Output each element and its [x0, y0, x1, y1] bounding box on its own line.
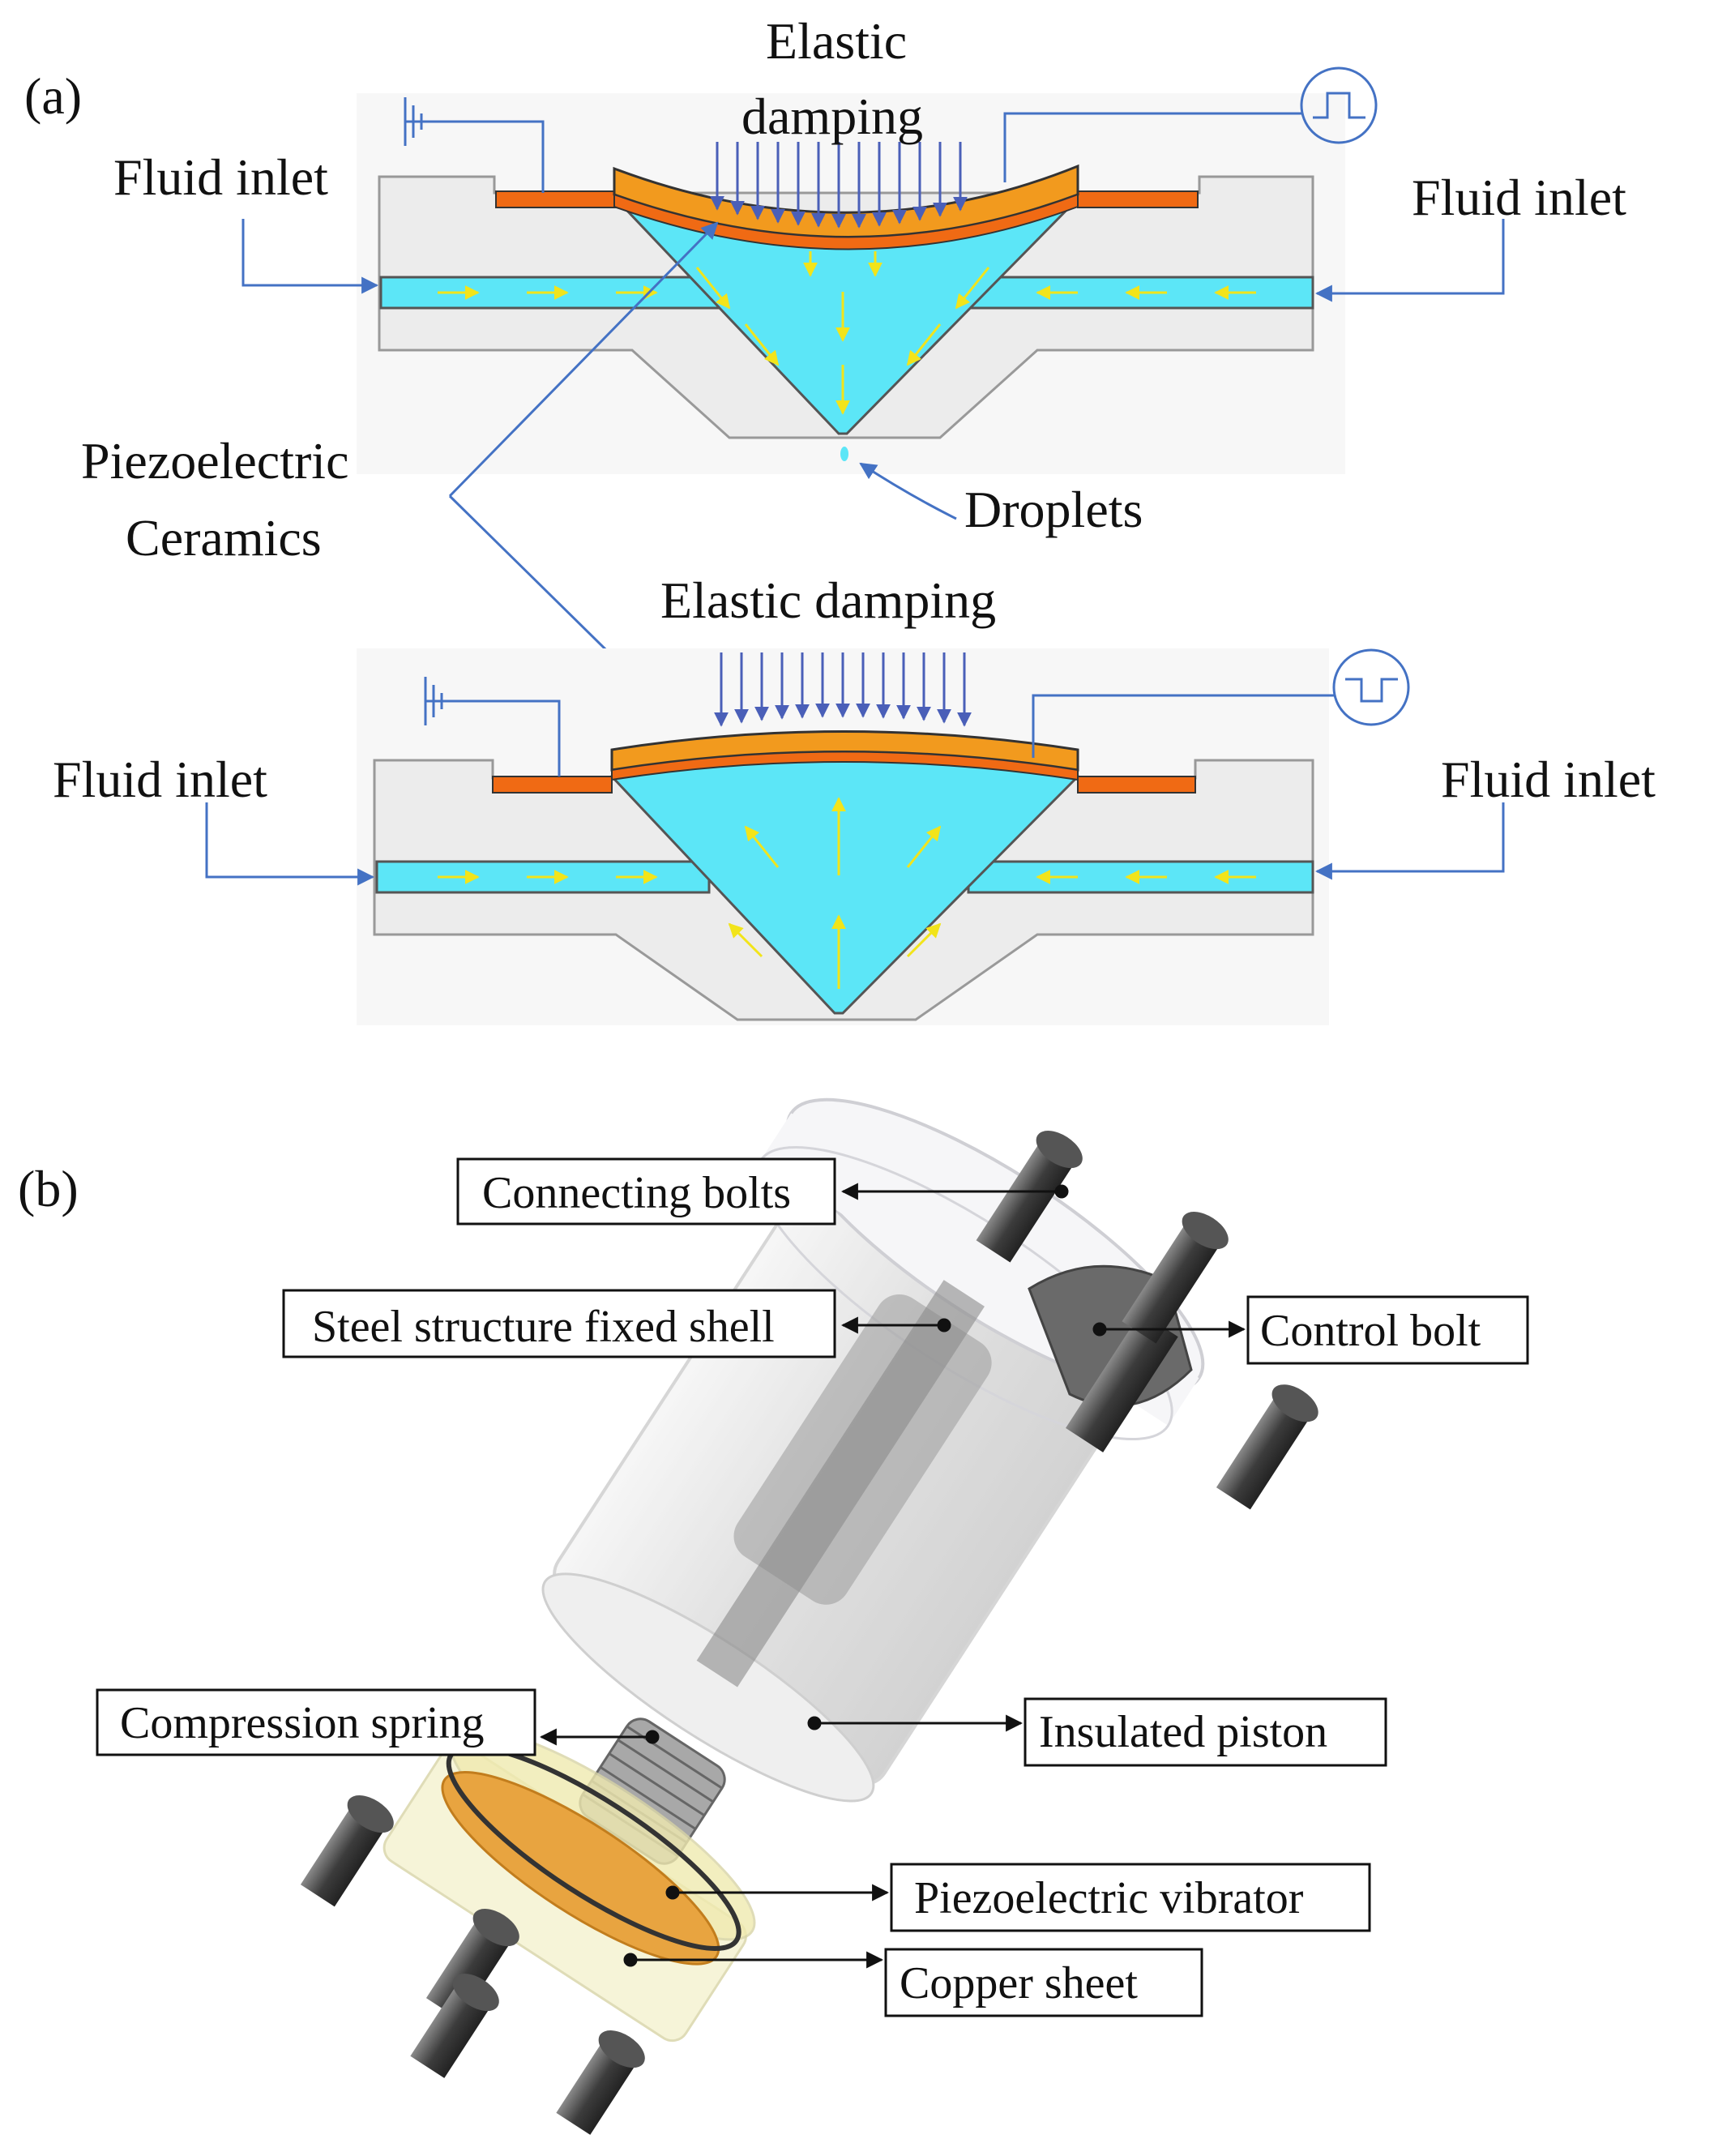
steel-shell-label: Steel structure fixed shell: [312, 1302, 775, 1352]
top-inlet-right-label: Fluid inlet: [1412, 169, 1626, 226]
bottom-flow-arrows: [438, 797, 1256, 989]
top-elastic-line1: Elastic: [766, 12, 907, 70]
droplets-label: Droplets: [964, 481, 1143, 538]
bottom-ground-icon: [424, 677, 561, 776]
top-droplet: [840, 447, 848, 461]
panel-b-labels: [96, 1157, 1529, 2017]
bottom-inlet-left-label: Fluid inlet: [53, 751, 267, 808]
copper-sheet-graphic: [441, 1771, 720, 1966]
bottom-pulse-source-icon: [1032, 648, 1410, 758]
top-elastic-line2: damping: [741, 88, 923, 145]
control-bolt-label: Control bolt: [1260, 1306, 1481, 1356]
copper-sheet-box: [884, 1948, 1203, 2017]
piezo-label-line1: Piezoelectric: [81, 432, 348, 490]
bottom-left-electrode: [492, 776, 613, 794]
top-pulse-source-icon: [1003, 66, 1378, 182]
connecting-bolts-box: [456, 1157, 836, 1226]
bottom-inlet-leaders: [205, 802, 1505, 886]
bottom-piezo-ceramic: [611, 751, 1079, 781]
panel-b-tag: (b): [18, 1160, 79, 1217]
bottom-inlet-right-label: Fluid inlet: [1441, 751, 1656, 808]
panel-a-tag: (a): [24, 67, 82, 125]
top-flow-arrows: [438, 251, 1256, 415]
bottom-right-electrode: [1077, 776, 1196, 794]
piezo-vibrator-label: Piezoelectric vibrator: [914, 1873, 1304, 1923]
top-damping-arrows: [710, 142, 968, 229]
control-bolt-box: [1246, 1295, 1529, 1365]
insulated-piston-box: [1024, 1697, 1387, 1767]
panel-b-leaders: [539, 1183, 1246, 1969]
steel-shell-box: [282, 1289, 836, 1358]
top-piezo-ceramic: [613, 193, 1079, 250]
compression-spring-label: Compression spring: [120, 1698, 485, 1748]
end-cap: [382, 1727, 756, 2043]
top-left-electrode: [495, 190, 617, 208]
top-device: Fluid inlet Fluid inlet Elastic damping: [113, 12, 1626, 474]
compression-spring-box: [96, 1688, 536, 1756]
top-inlet-left-label: Fluid inlet: [113, 148, 328, 206]
bottom-elastic-label: Elastic damping: [660, 571, 996, 629]
top-right-electrode: [1077, 190, 1199, 208]
insulated-piston-label: Insulated piston: [1039, 1707, 1327, 1757]
top-ground-icon: [404, 97, 545, 193]
piezo-label-line2: Ceramics: [126, 509, 322, 567]
top-inlet-leaders: [241, 219, 1505, 302]
bottom-bolts: [300, 1795, 645, 2135]
bottom-device: Fluid inlet Fluid inlet Elastic damping: [53, 571, 1656, 1025]
piezo-vibrator-box: [890, 1863, 1371, 1932]
copper-sheet-label: Copper sheet: [900, 1958, 1138, 2008]
connecting-bolts-label: Connecting bolts: [482, 1168, 791, 1218]
top-bolts: [976, 1131, 1318, 1510]
bottom-damping-arrows: [714, 652, 972, 727]
